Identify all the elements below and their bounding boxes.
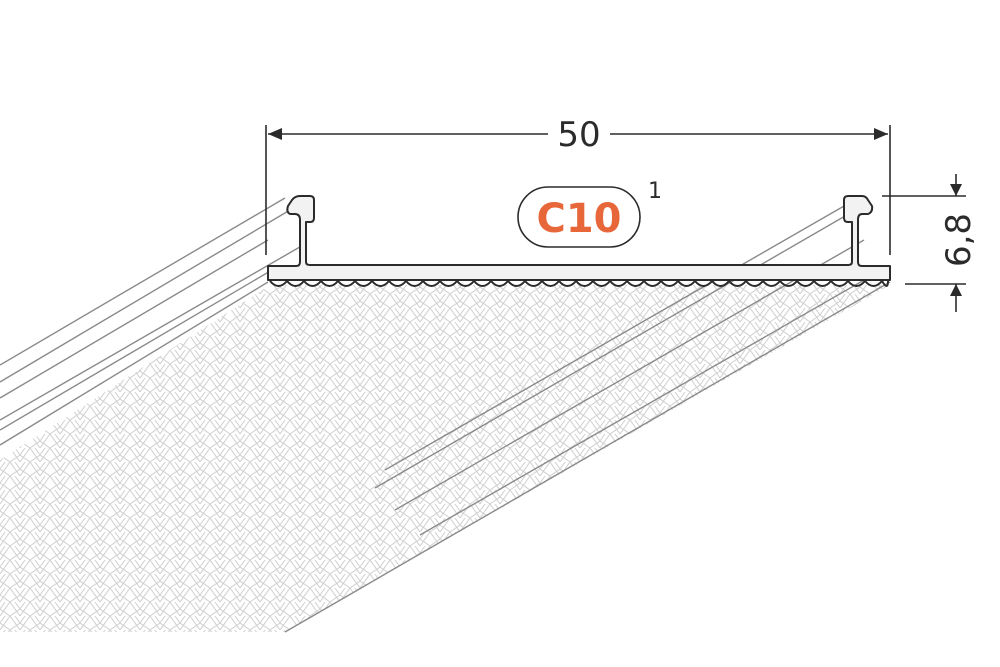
width-label: 50 [557,115,600,155]
height-label: 6,8 [939,213,979,267]
textured-underside [0,285,890,632]
right-rail-lines [284,197,891,633]
wavy-bottom-edge [269,279,889,287]
profile-superscript: 1 [648,179,662,204]
width-arrow-left [268,128,282,140]
left-rail-lines [0,197,306,446]
profile-cross-section [267,195,891,287]
height-arrow-top [950,184,962,196]
width-arrow-right [874,128,888,140]
profile-code: C10 [536,196,621,242]
profile-code-badge: C10 [517,186,641,248]
extrusion-body [0,197,891,633]
badge-outline [517,186,641,248]
width-dimension [265,125,891,255]
height-dimension [882,174,966,312]
height-arrow-bottom [950,284,962,296]
